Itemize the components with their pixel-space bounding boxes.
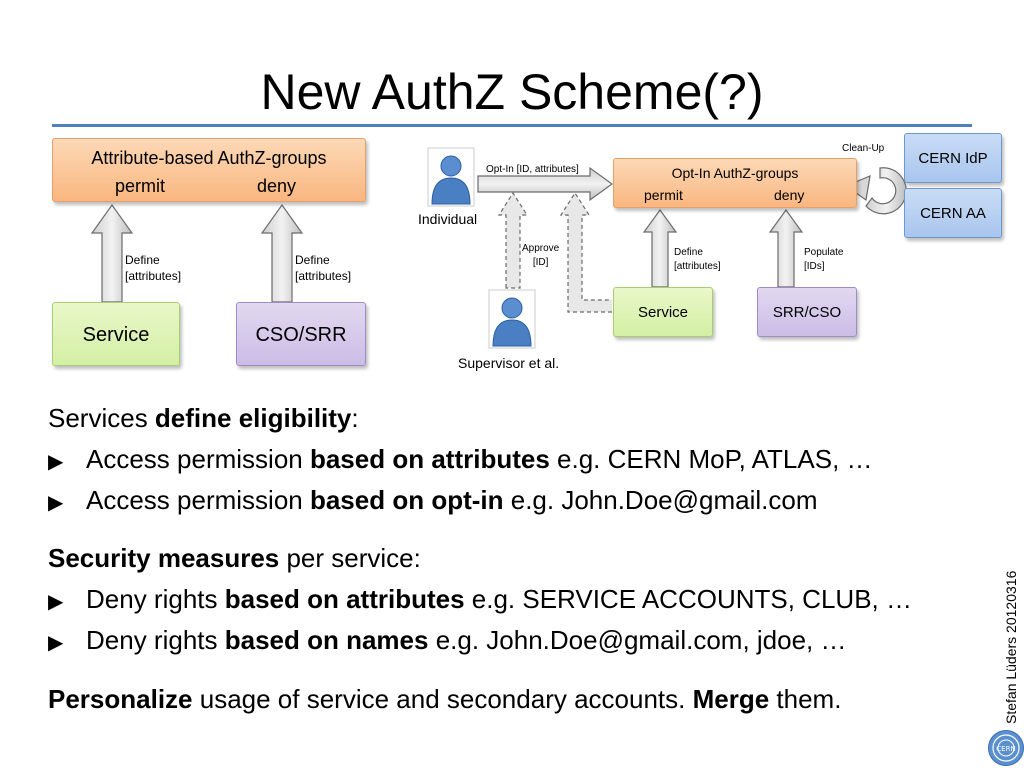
p1-normal: Services <box>48 403 155 433</box>
approve-label-line2: [ID] <box>532 257 549 268</box>
p3-bold2: Merge <box>692 684 770 714</box>
cern-logo-icon: CERN <box>992 734 1020 762</box>
cleanup-cycle-arrow <box>865 167 907 215</box>
text-services-define: Services define eligibility: <box>48 402 359 434</box>
populate-line1: Populate <box>804 247 844 258</box>
populate-line2: [IDs] <box>804 261 825 272</box>
b1-after: e.g. CERN MoP, ATLAS, … <box>549 444 873 474</box>
optin-deny-label: deny <box>774 187 805 203</box>
supervisor-icon <box>488 289 536 349</box>
author-date-label: Stefan Lüders 20120316 <box>1003 570 1019 724</box>
optin-groups-title: Opt-In AuthZ-groups <box>671 165 799 181</box>
attribute-permit-label: permit <box>115 176 166 196</box>
bullet-marker-3: ▶ <box>48 591 64 613</box>
individual-label: Individual <box>418 211 478 227</box>
p1-after: : <box>351 403 359 433</box>
b3-after: e.g. SERVICE ACCOUNTS, CLUB, … <box>464 584 912 614</box>
cleanup-label: Clean-Up <box>842 143 885 154</box>
b1-normal: Access permission <box>86 444 310 474</box>
bullet-deny-attributes: ▶ Deny rights based on attributes e.g. SE… <box>48 583 912 618</box>
define-label-1-line1: Define <box>125 253 160 267</box>
bullet-marker-4: ▶ <box>48 632 64 654</box>
csosrr-box: CSO/SRR <box>236 302 366 366</box>
arrow-service-feedback <box>559 191 612 313</box>
b4-after: e.g. John.Doe@gmail.com, jdoe, … <box>428 625 847 655</box>
p2-after: per service: <box>279 543 421 573</box>
attribute-authz-groups-box: Attribute-based AuthZ-groups permit deny <box>52 138 366 202</box>
approve-label: Approve [ID] <box>522 242 559 270</box>
arrow-individual-to-optin <box>477 166 614 202</box>
arrow-service-to-permit <box>90 203 134 303</box>
define-label-2-line1: Define <box>295 253 330 267</box>
srrcso-box: SRR/CSO <box>757 287 857 337</box>
bullet-deny-names: ▶ Deny rights based on names e.g. John.Do… <box>48 624 847 659</box>
title-divider <box>52 124 972 127</box>
arrow-csosrr-to-deny <box>260 203 304 303</box>
cern-logo-text: CERN <box>996 745 1015 753</box>
b4-normal: Deny rights <box>86 625 225 655</box>
b1-bold: based on attributes <box>309 444 550 474</box>
bullet-access-attributes: ▶ Access permission based on attributes e… <box>48 443 873 478</box>
arrow-supervisor-approve <box>497 191 529 289</box>
define-right-line2: [attributes] <box>674 261 721 272</box>
service-box-left: Service <box>52 302 180 366</box>
b2-bold: based on opt-in <box>309 485 504 515</box>
p1-bold: define eligibility <box>154 403 352 433</box>
define-label-2-line2: [attributes] <box>295 269 352 283</box>
optin-authz-groups-box: Opt-In AuthZ-groups permit deny <box>613 158 857 208</box>
p3-after: them. <box>769 684 842 714</box>
attribute-groups-title: Attribute-based AuthZ-groups <box>91 148 327 168</box>
define-right-line1: Define <box>674 247 703 258</box>
cern-idp-box: CERN IdP <box>904 133 1002 183</box>
supervisor-label: Supervisor et al. <box>458 355 560 371</box>
cern-aa-box: CERN AA <box>904 188 1002 238</box>
arrow-srrcso-to-optin-deny <box>768 208 804 288</box>
populate-ids-label: Populate [IDs] <box>804 246 843 274</box>
individual-icon <box>427 147 475 207</box>
b2-normal: Access permission <box>86 485 310 515</box>
define-attributes-label-2: Define [attributes] <box>295 252 351 284</box>
text-security-measures: Security measures per service: <box>48 542 421 574</box>
b2-after: e.g. John.Doe@gmail.com <box>503 485 818 515</box>
define-attributes-label-right: Define [attributes] <box>674 246 721 274</box>
b4-bold: based on names <box>224 625 429 655</box>
bullet-marker-1: ▶ <box>48 451 64 473</box>
attribute-deny-label: deny <box>257 176 297 196</box>
p3-mid: usage of service and secondary accounts. <box>192 684 693 714</box>
bullet-access-optin: ▶ Access permission based on opt-in e.g. … <box>48 484 818 519</box>
p3-bold1: Personalize <box>48 684 193 714</box>
text-personalize: Personalize usage of service and seconda… <box>48 683 841 715</box>
slide-title: New AuthZ Scheme(?) <box>260 64 764 120</box>
optin-arrow-label: Opt-In [ID, attributes] <box>486 164 579 175</box>
arrow-service-to-optin-permit <box>642 208 678 288</box>
b3-normal: Deny rights <box>86 584 225 614</box>
bullet-marker-2: ▶ <box>48 492 64 514</box>
b3-bold: based on attributes <box>224 584 465 614</box>
define-label-1-line2: [attributes] <box>125 269 182 283</box>
cern-logo: CERN <box>988 730 1024 766</box>
approve-label-line1: Approve <box>522 243 560 254</box>
p2-bold: Security measures <box>48 543 280 573</box>
define-attributes-label-1: Define [attributes] <box>125 252 181 284</box>
service-box-right: Service <box>613 287 713 337</box>
optin-permit-label: permit <box>644 187 683 203</box>
